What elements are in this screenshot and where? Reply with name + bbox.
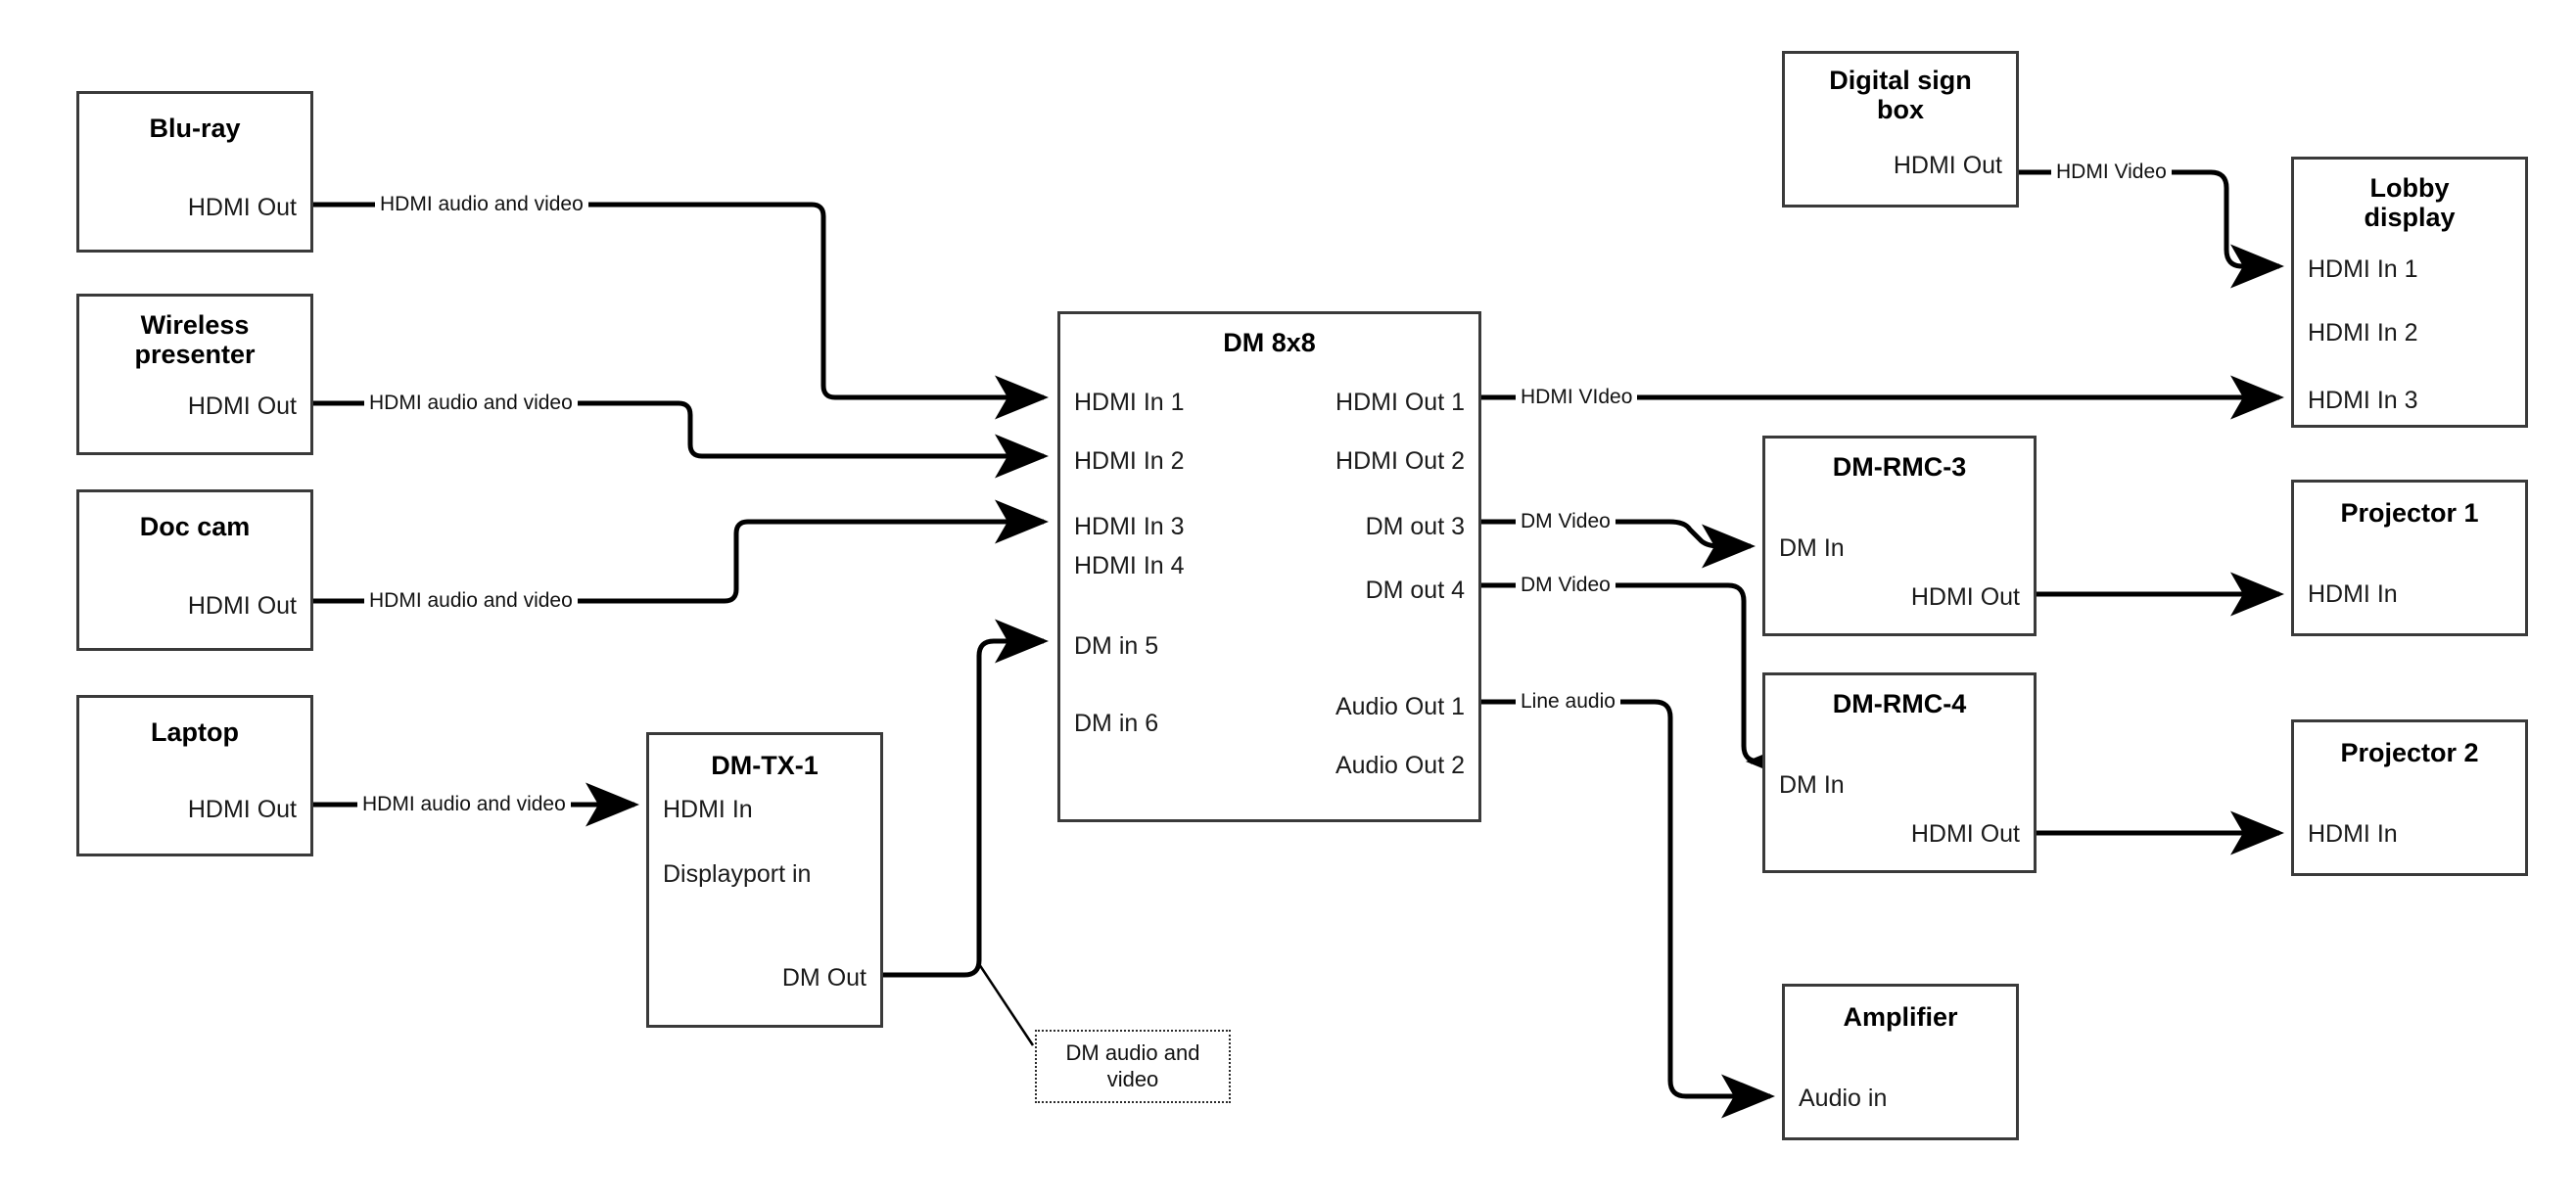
- port-audio-out-1: Audio Out 1: [1335, 693, 1465, 720]
- device-title: DM-TX-1: [711, 751, 819, 780]
- port-displayport-in: Displayport in: [663, 860, 812, 888]
- port-audio-in: Audio in: [1799, 1085, 1888, 1112]
- device-title: Projector 1: [2340, 498, 2479, 528]
- port-dm-in-6: DM in 6: [1074, 710, 1159, 737]
- device-title: DM-RMC-3: [1832, 452, 1967, 482]
- wire-bluray-to-dm8x8: [313, 202, 1049, 420]
- device-projector-2[interactable]: Projector 2 HDMI In: [2291, 719, 2528, 876]
- port-dm-out-4: DM out 4: [1365, 577, 1465, 604]
- port-hdmi-out: HDMI Out: [1910, 583, 2020, 611]
- device-title: Amplifier: [1843, 1002, 1958, 1032]
- cable-label-dm-out3: DM Video: [1516, 511, 1616, 531]
- port-hdmi-out: HDMI Out: [1910, 820, 2020, 848]
- device-title: Digital sign box: [1829, 66, 1972, 125]
- device-dm-rmc-4[interactable]: DM-RMC-4 DM In HDMI Out: [1762, 672, 2037, 873]
- wire-doccam-to-dm8x8: [313, 499, 1049, 604]
- port-hdmi-in-2: HDMI In 2: [2308, 319, 2418, 346]
- port-dm-in-5: DM in 5: [1074, 632, 1159, 660]
- wire-digitalsign-to-lobby-in1: [2017, 169, 2284, 289]
- cable-label-wireless: HDMI audio and video: [364, 393, 578, 413]
- wire-dmtx1-to-dm8x8: [881, 619, 1049, 978]
- cable-label-audio-out1: Line audio: [1516, 691, 1620, 712]
- device-amplifier[interactable]: Amplifier Audio in: [1782, 984, 2019, 1140]
- device-wireless-presenter[interactable]: Wireless presenter HDMI Out: [76, 294, 313, 455]
- port-hdmi-in-3: HDMI In 3: [2308, 387, 2418, 414]
- port-hdmi-out: HDMI Out: [187, 194, 297, 221]
- device-title: DM 8x8: [1223, 328, 1316, 357]
- port-hdmi-in-4: HDMI In 4: [1074, 552, 1185, 579]
- port-audio-out-2: Audio Out 2: [1335, 752, 1465, 779]
- device-title: Wireless presenter: [134, 310, 256, 370]
- leader-line-dm-audio-video: [977, 963, 1035, 1046]
- wire-wireless-to-dm8x8: [313, 400, 1049, 479]
- wire-dm8x8-out4-to-dmrmc4: [1481, 582, 1800, 784]
- device-lobby-display[interactable]: Lobby display HDMI In 1 HDMI In 2 HDMI I…: [2291, 157, 2528, 428]
- port-hdmi-out: HDMI Out: [187, 796, 297, 823]
- wire-dm8x8-out3-to-dmrmc3: [1481, 519, 1756, 569]
- port-hdmi-out: HDMI Out: [1893, 152, 2002, 179]
- device-title: Doc cam: [139, 512, 251, 541]
- device-dm-rmc-3[interactable]: DM-RMC-3 DM In HDMI Out: [1762, 436, 2037, 636]
- cable-label-doccam: HDMI audio and video: [364, 590, 578, 611]
- port-hdmi-in: HDMI In: [2308, 580, 2398, 608]
- port-hdmi-in: HDMI In: [663, 796, 753, 823]
- port-hdmi-in-1: HDMI In 1: [2308, 255, 2418, 283]
- device-digital-sign-box[interactable]: Digital sign box HDMI Out: [1782, 51, 2019, 208]
- port-dm-in: DM In: [1779, 534, 1845, 562]
- device-title: Projector 2: [2340, 738, 2479, 767]
- port-hdmi-out: HDMI Out: [187, 592, 297, 620]
- device-title: DM-RMC-4: [1832, 689, 1967, 718]
- port-hdmi-out-2: HDMI Out 2: [1335, 447, 1465, 475]
- port-hdmi-out: HDMI Out: [187, 393, 297, 420]
- wire-dm8x8-audioout1-to-amplifier: [1481, 699, 1775, 1119]
- cable-label-bluray: HDMI audio and video: [375, 194, 588, 214]
- device-bluray[interactable]: Blu-ray HDMI Out: [76, 91, 313, 253]
- annotation-dm-audio-video: DM audio and video: [1035, 1030, 1231, 1103]
- device-title: Lobby display: [2364, 173, 2456, 233]
- cable-label-dm-out1: HDMI VIdeo: [1516, 387, 1638, 407]
- device-title: Laptop: [151, 717, 239, 747]
- cable-label-laptop: HDMI audio and video: [357, 794, 571, 814]
- cable-label-dm-out4: DM Video: [1516, 575, 1616, 595]
- device-projector-1[interactable]: Projector 1 HDMI In: [2291, 480, 2528, 636]
- cable-label-digitalsign: HDMI Video: [2051, 162, 2172, 182]
- port-dm-in: DM In: [1779, 771, 1845, 799]
- device-dm-tx-1[interactable]: DM-TX-1 HDMI In Displayport in DM Out: [646, 732, 883, 1028]
- device-doc-cam[interactable]: Doc cam HDMI Out: [76, 489, 313, 651]
- port-hdmi-in-3: HDMI In 3: [1074, 513, 1185, 540]
- port-hdmi-in-2: HDMI In 2: [1074, 447, 1185, 475]
- device-dm-8x8[interactable]: DM 8x8 HDMI In 1 HDMI In 2 HDMI In 3 HDM…: [1057, 311, 1481, 822]
- port-hdmi-in-1: HDMI In 1: [1074, 389, 1185, 416]
- device-title: Blu-ray: [149, 114, 241, 143]
- port-dm-out: DM Out: [781, 964, 866, 992]
- port-hdmi-out-1: HDMI Out 1: [1335, 389, 1465, 416]
- port-dm-out-3: DM out 3: [1365, 513, 1465, 540]
- device-laptop[interactable]: Laptop HDMI Out: [76, 695, 313, 856]
- port-hdmi-in: HDMI In: [2308, 820, 2398, 848]
